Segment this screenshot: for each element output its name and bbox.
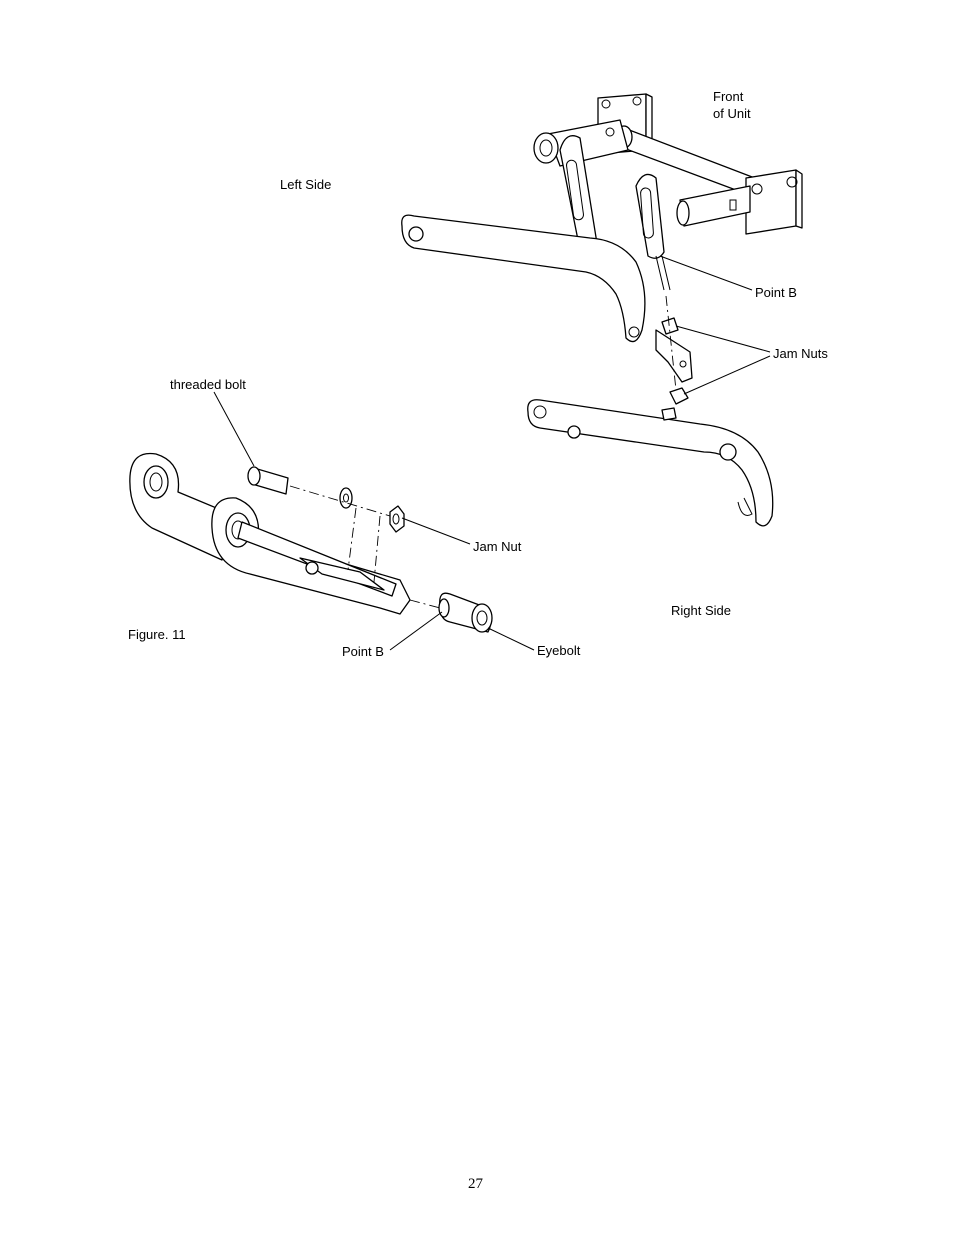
exploded-view-alignment-lines (289, 485, 441, 609)
threaded-bolt (247, 466, 289, 495)
jam-nut-lower (389, 505, 405, 533)
label-front-line-1: Front (713, 89, 744, 104)
label-front-of-unit: Front of Unit (713, 88, 751, 122)
washer (339, 487, 353, 509)
figure-caption: Figure. 11 (128, 627, 186, 642)
page-number: 27 (468, 1176, 483, 1192)
label-jam-nut: Jam Nut (473, 539, 522, 554)
label-front-line-2: of Unit (713, 106, 751, 121)
leader-lines (213, 255, 771, 651)
label-jam-nuts: Jam Nuts (773, 346, 828, 361)
label-point-b-upper: Point B (755, 285, 797, 300)
linkage-rod (237, 521, 397, 597)
eyebolt (438, 592, 493, 633)
slotted-link-right (635, 173, 671, 291)
label-right-side: Right Side (671, 603, 731, 618)
left-arm-tab (655, 317, 693, 383)
mounting-bracket-right (676, 169, 803, 235)
loose-jam-nut (669, 387, 689, 405)
left-control-arm (401, 214, 646, 343)
rear-control-plate (129, 452, 227, 561)
label-eyebolt: Eyebolt (537, 643, 581, 658)
label-point-b-lower: Point B (342, 644, 384, 659)
label-threaded-bolt: threaded bolt (170, 377, 246, 392)
label-left-side: Left Side (280, 177, 332, 192)
upper-alignment-line (665, 295, 677, 391)
right-control-arm (527, 399, 774, 527)
